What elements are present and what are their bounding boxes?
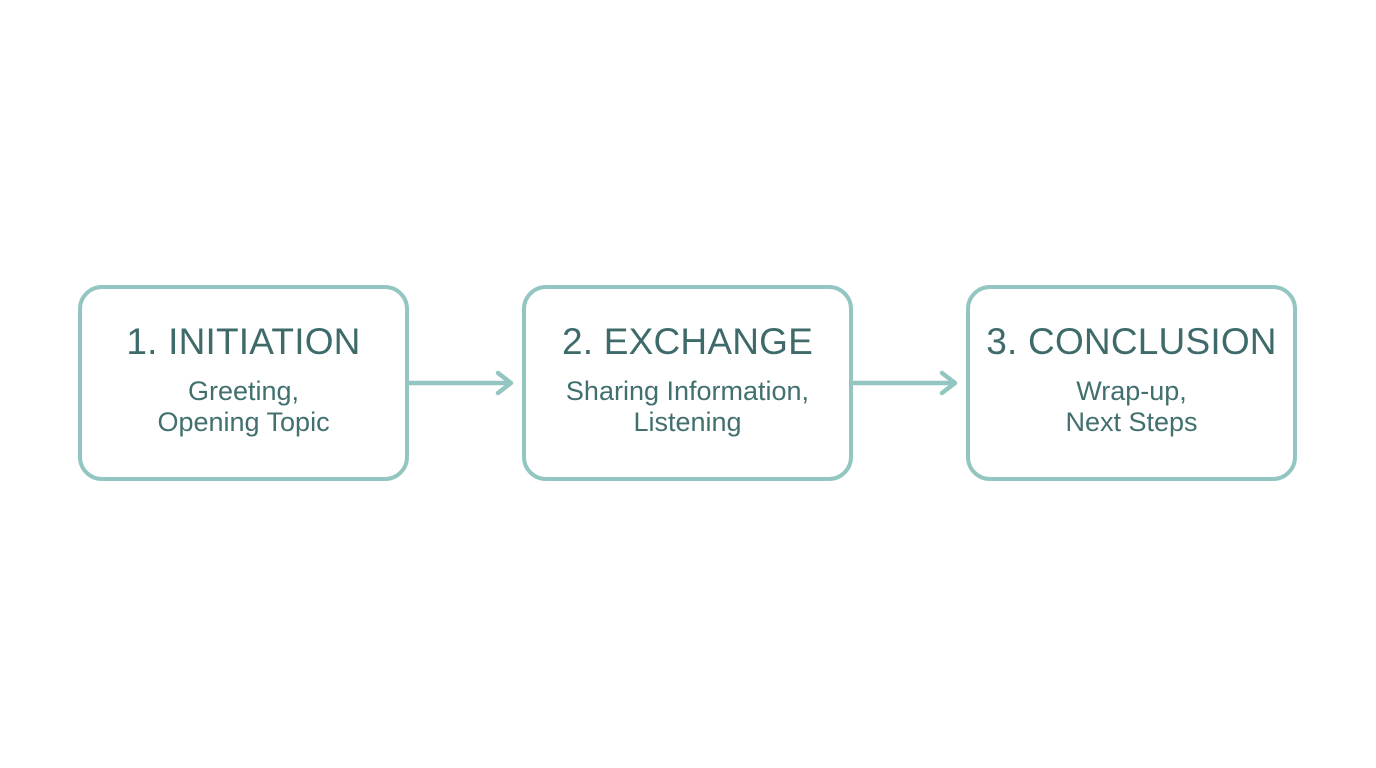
stage-description-initiation: Greeting, Opening Topic: [157, 376, 329, 440]
stage-box-initiation[interactable]: 1. INITIATION Greeting, Opening Topic: [78, 285, 409, 481]
process-flow-row: 1. INITIATION Greeting, Opening Topic 2.…: [78, 285, 1297, 481]
stage-title-exchange: 2. EXCHANGE: [562, 320, 813, 362]
stage-description-line-1: Wrap-up,: [1076, 375, 1187, 406]
stage-box-conclusion[interactable]: 3. CONCLUSION Wrap-up, Next Steps: [966, 285, 1297, 481]
arrow-right-icon-1: [409, 370, 514, 396]
stage-description-line-1: Greeting,: [187, 375, 300, 406]
stage-title-initiation: 1. INITIATION: [126, 320, 361, 362]
stage-description-line-2: Next Steps: [1065, 407, 1198, 438]
stage-box-exchange[interactable]: 2. EXCHANGE Sharing Information, Listeni…: [522, 285, 853, 481]
stage-description-conclusion: Wrap-up, Next Steps: [1065, 376, 1197, 440]
stage-description-exchange: Sharing Information, Listening: [566, 376, 809, 440]
stage-description-line-2: Listening: [633, 407, 742, 438]
stage-description-line-1: Sharing Information,: [565, 375, 810, 406]
stage-title-conclusion: 3. CONCLUSION: [986, 320, 1277, 362]
arrow-right-icon-2: [853, 370, 958, 396]
stage-description-line-2: Opening Topic: [157, 407, 330, 438]
